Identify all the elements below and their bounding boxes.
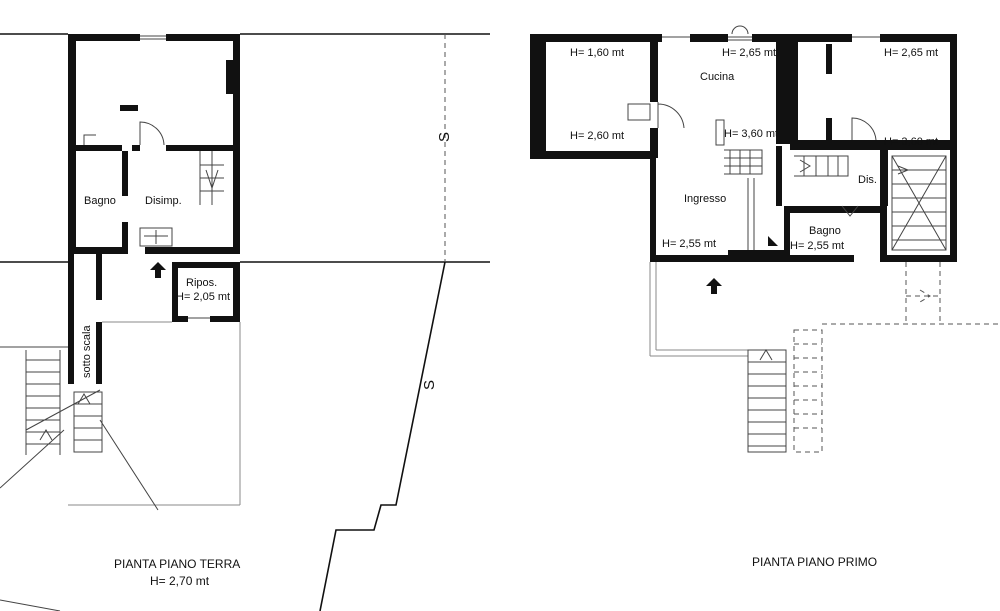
height-label-265-cucina: H= 2,65 mt [722, 47, 776, 59]
room-label-cucina: Cucina [700, 71, 735, 83]
room-label-ripos: Ripos. [186, 277, 217, 289]
height-label-360-right: H= 3,60 mt [884, 136, 938, 148]
height-label-260: H= 2,60 mt [570, 130, 624, 142]
section-line [319, 34, 446, 611]
room-label-ingresso: Ingresso [684, 193, 726, 205]
height-label-160: H= 1,60 mt [570, 47, 624, 59]
first-floor-plan [530, 25, 1000, 453]
ripos-height-label: H= 2,05 mt [176, 291, 230, 303]
room-label-bagno-first: Bagno [809, 225, 841, 237]
first-floor-title: PIANTA PIANO PRIMO [752, 555, 877, 569]
ground-floor-title: PIANTA PIANO TERRA [114, 557, 240, 571]
ground-floor-labels: Bagno Disimp. Ripos. H= 2,05 mt sotto sc… [81, 195, 240, 588]
room-label-sotto-scala: sotto scala [81, 325, 93, 378]
ground-floor-height-note: H= 2,70 mt [150, 574, 210, 588]
room-label-disimp: Disimp. [145, 195, 182, 207]
room-label-dis: Dis. [858, 174, 877, 186]
first-floor-labels: H= 1,60 mt H= 2,60 mt H= 2,65 mt H= 2,65… [570, 47, 938, 569]
ground-floor-plan [0, 33, 490, 611]
section-marker-bottom: S [421, 380, 438, 390]
height-label-265-right: H= 2,65 mt [884, 47, 938, 59]
section-marker-top: S [436, 132, 453, 142]
height-label-255-bagno: H= 2,55 mt [790, 240, 844, 252]
height-label-255-ingresso: H= 2,55 mt [662, 238, 716, 250]
height-label-360-cucina: H= 3,60 mt [724, 128, 778, 140]
section-labels: S S [421, 132, 453, 390]
room-label-bagno-ground: Bagno [84, 195, 116, 207]
